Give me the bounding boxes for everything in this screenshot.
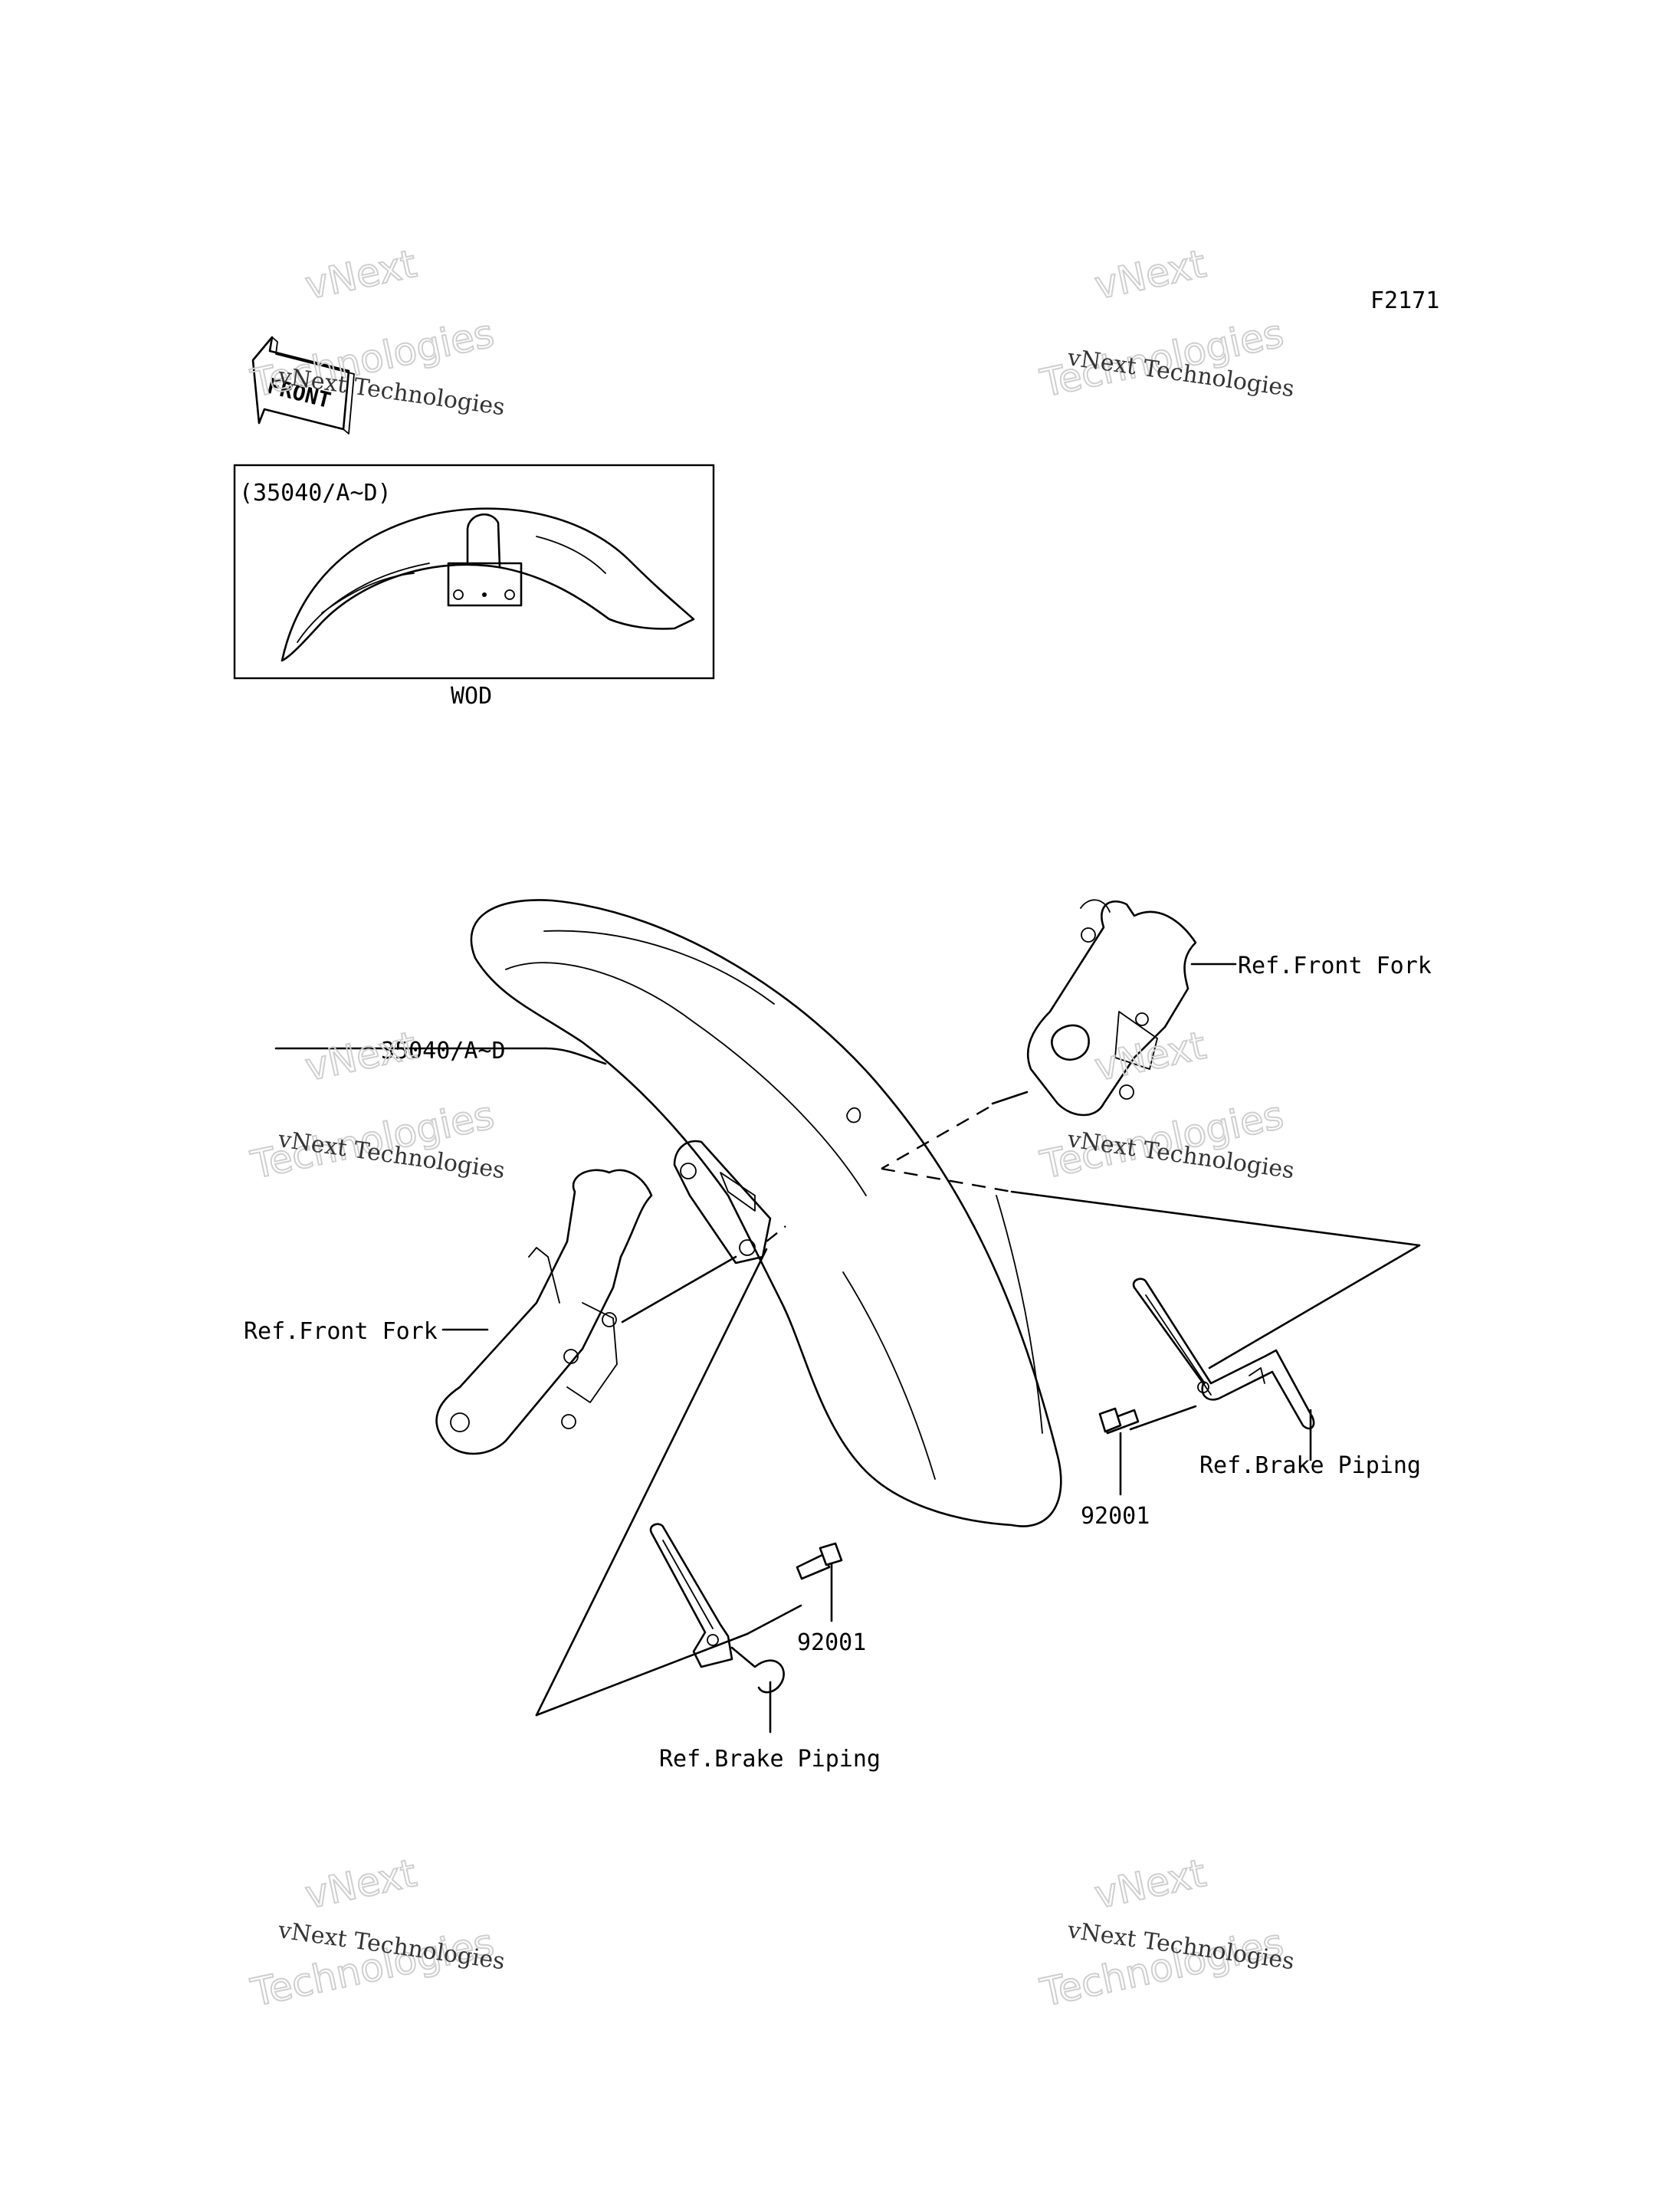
callout-fender: 35040/A~D — [381, 1038, 506, 1064]
svg-text:vNext: vNext — [1091, 1023, 1209, 1090]
assembly-lines — [274, 1047, 1421, 1717]
svg-text:vNext: vNext — [301, 1851, 420, 1917]
front-arrow-icon: FRONT — [251, 336, 355, 435]
brake-piping-bracket-left-icon — [649, 1523, 785, 1734]
callout-front-fork-right: Ref.Front Fork — [1238, 953, 1432, 979]
callout-bolt-left: 92001 — [797, 1629, 866, 1656]
inset-fender-icon — [281, 507, 695, 662]
callout-front-fork-left: Ref.Front Fork — [244, 1318, 438, 1345]
svg-text:vNext: vNext — [1091, 241, 1209, 308]
callout-bolt-right: 92001 — [1081, 1503, 1150, 1530]
inset-wod: (35040/A~D) WOD — [233, 464, 715, 710]
inset-part-label: (35040/A~D) — [239, 480, 392, 507]
svg-text:vNext: vNext — [301, 241, 420, 308]
front-fork-right-icon: Ref.Front Fork — [1026, 899, 1432, 1117]
front-fender-icon — [470, 899, 1062, 1527]
svg-text:vNext: vNext — [1091, 1851, 1209, 1917]
figure-code: F2171 — [1370, 287, 1439, 314]
brake-piping-bracket-right-icon — [1132, 1278, 1315, 1461]
callout-brake-piping-right: Ref.Brake Piping — [1199, 1452, 1421, 1479]
inset-caption: WOD — [451, 683, 492, 710]
bolt-92001-right-icon: 92001 — [1081, 1407, 1150, 1530]
front-fork-left-icon: Ref.Front Fork — [244, 1169, 653, 1455]
svg-text:vNext: vNext — [301, 1023, 420, 1090]
callout-brake-piping-left: Ref.Brake Piping — [659, 1746, 881, 1773]
bolt-92001-left-icon: 92001 — [796, 1542, 866, 1656]
